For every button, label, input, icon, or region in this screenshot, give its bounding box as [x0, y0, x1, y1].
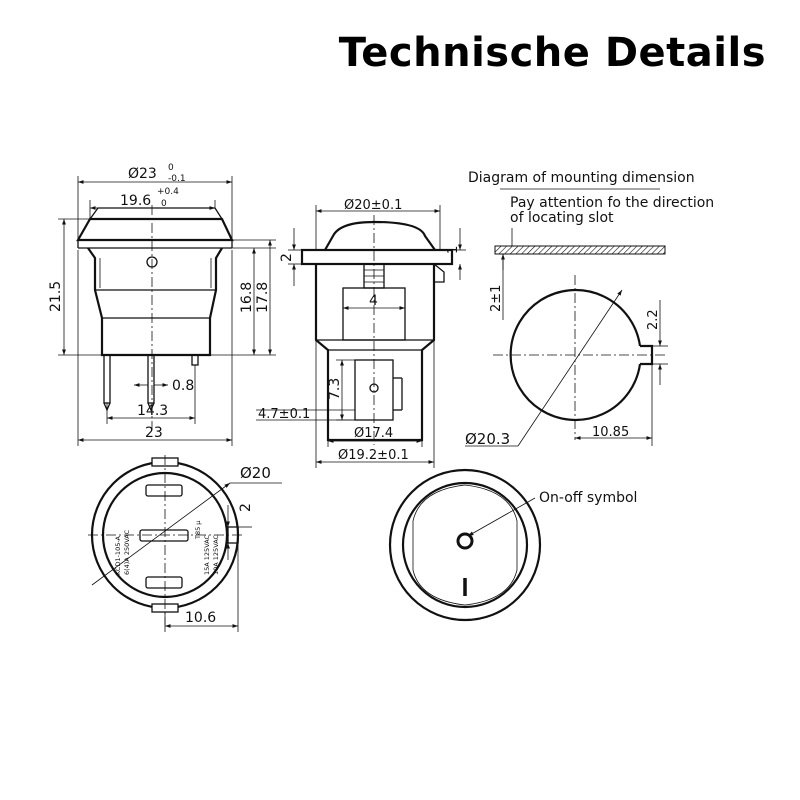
- svg-text:T85 μ: T85 μ: [194, 521, 202, 540]
- dim-rocker-tol-lower: 0: [161, 199, 167, 209]
- bottom-terminal-middle: [139, 529, 189, 542]
- dim-bottom-diameter: Ø20: [240, 464, 271, 482]
- dim-flange-left: 2: [279, 253, 295, 262]
- dim-terminal-width: 4.7±0.1: [258, 407, 310, 422]
- dim-slot-depth: 10.85: [592, 425, 629, 440]
- mounting-note-line1: Pay attention fo the direction: [510, 195, 714, 211]
- rocker-face: [412, 484, 518, 606]
- side-view: Ø23 0 -0.1 19.6 +0.4 0 21.5 16.8 17.8 0.…: [48, 163, 276, 446]
- bottom-terminal-bottom: [145, 576, 183, 589]
- svg-text:KCD1-105-A: KCD1-105-A: [114, 535, 122, 575]
- dim-rocker-width: 19.6: [120, 193, 151, 209]
- mounting-note-line2: of locating slot: [510, 210, 614, 226]
- panel-section: [494, 245, 666, 255]
- terminal-middle: [147, 354, 155, 404]
- dim-outer-width: Ø23: [128, 166, 157, 182]
- dim-inner-diameter: Ø17.4: [354, 426, 393, 441]
- bottom-view: KCD1-105-A 6(4)A 250VAC T85 μ 15A 125VAC…: [88, 455, 282, 632]
- mounting-heading: Diagram of mounting dimension: [468, 170, 695, 186]
- top-outer-ring: [388, 468, 542, 622]
- page-title: Technische Details: [338, 30, 766, 76]
- bottom-markings: KCD1-105-A 6(4)A 250VAC T85 μ 15A 125VAC…: [114, 521, 220, 575]
- dim-center: 4: [369, 293, 378, 309]
- dim-terminal-spacing: 14.3: [137, 403, 168, 419]
- rocker-cap: [76, 217, 234, 242]
- svg-text:6(4)A 250VAC: 6(4)A 250VAC: [123, 529, 131, 575]
- dim-outer-width-tol-upper: 0: [168, 163, 174, 173]
- rocker-top: [89, 207, 223, 220]
- dim-terminal-thickness: 0.8: [172, 378, 194, 394]
- off-symbol-icon: [456, 532, 474, 550]
- switch-body: [87, 247, 223, 357]
- dim-outer-width-tol-lower: -0.1: [168, 174, 186, 184]
- dome-cap: [324, 220, 436, 251]
- dim-slot-width: 2.2: [646, 309, 661, 330]
- top-inner-ring: [401, 481, 529, 609]
- mounting-diagram: Diagram of mounting dimension Pay attent…: [465, 170, 714, 448]
- body-section: [314, 264, 436, 442]
- terminal-left: [103, 354, 111, 404]
- dim-bottom-offset: 10.6: [185, 610, 216, 626]
- dim-hole-diameter: Ø20.3: [465, 430, 510, 448]
- on-off-symbol-label: On-off symbol: [539, 490, 637, 506]
- svg-text:15A 125VAC: 15A 125VAC: [203, 534, 211, 575]
- dim-total-height: 21.5: [48, 281, 64, 312]
- dim-body-height: 16.8: [239, 282, 255, 313]
- dim-rocker-tol-upper: +0.4: [157, 187, 179, 197]
- dim-terminal-offset: 7.3: [327, 378, 343, 400]
- dim-flange-height: 17.8: [255, 282, 271, 313]
- bezel-flange: [300, 248, 454, 266]
- mounting-hole: [509, 288, 642, 422]
- dim-base-width: 23: [145, 425, 163, 441]
- front-view: Ø20±0.1 2 1 4 7.3 4.7±0.1 Ø17.4 Ø19.2±0.…: [256, 198, 466, 468]
- top-view: On-off symbol: [388, 468, 637, 622]
- svg-text:10A 125VAC: 10A 125VAC: [212, 534, 220, 575]
- bottom-terminal-top: [145, 484, 183, 497]
- dim-cap-diameter: Ø20±0.1: [344, 198, 402, 213]
- dim-body-diameter: Ø19.2±0.1: [338, 448, 409, 463]
- dim-bottom-tab: 2: [238, 503, 254, 512]
- dim-panel-thickness: 2±1: [489, 285, 504, 312]
- dim-flange-right: 1: [446, 246, 461, 254]
